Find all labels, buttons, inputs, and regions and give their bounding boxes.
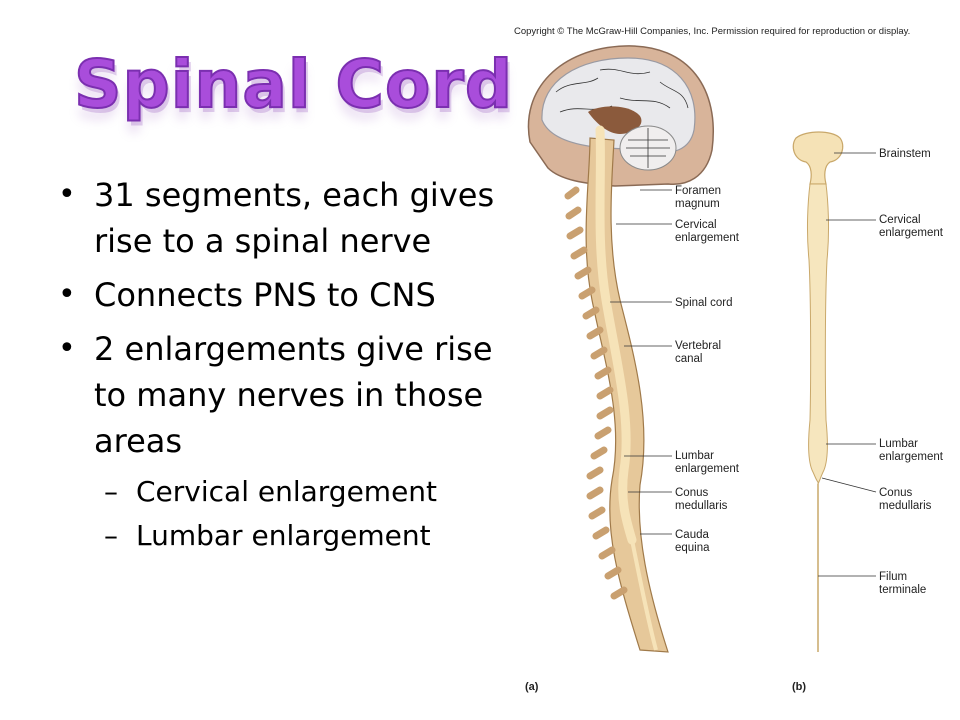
label-spinal-cord: Spinal cord xyxy=(675,297,733,309)
panel-a-leaders xyxy=(610,189,672,535)
label-cervical-enlargement-a: Cervical enlargement xyxy=(675,219,740,244)
copyright-notice: Copyright © The McGraw-Hill Companies, I… xyxy=(514,26,911,37)
label-cauda-equina: Cauda equina xyxy=(675,529,712,554)
bullet-list: 31 segments, each gives rise to a spinal… xyxy=(58,172,498,556)
spinal-cord-figure: Foramen magnum Cervical enlargement Spin… xyxy=(525,45,944,693)
brainstem-shape-b xyxy=(792,131,844,185)
spinous-processes xyxy=(564,186,628,600)
panel-a-illustration xyxy=(527,45,714,653)
caption-a: (a) xyxy=(525,681,539,693)
caption-b: (b) xyxy=(792,681,806,693)
slide-title: Spinal Cord xyxy=(73,46,514,123)
sub-bullet-item: Lumbar enlargement xyxy=(58,516,498,556)
spinal-cord-a xyxy=(595,125,637,545)
label-vertebral-canal: Vertebral canal xyxy=(675,340,724,365)
label-brainstem: Brainstem xyxy=(879,148,931,160)
label-foramen-magnum: Foramen magnum xyxy=(675,185,724,210)
label-lumbar-enlargement-a: Lumbar enlargement xyxy=(675,450,740,475)
label-cervical-enlargement-b: Cervical enlargement xyxy=(879,214,944,239)
spinal-cord-b xyxy=(806,183,830,485)
bullet-item: Connects PNS to CNS xyxy=(58,272,498,318)
panel-b-leaders xyxy=(818,152,877,577)
bullet-item: 2 enlargements give rise to many nerves … xyxy=(58,326,498,464)
sub-bullet-item: Cervical enlargement xyxy=(58,472,498,512)
midbrain-shape xyxy=(588,106,642,134)
brain-gyri xyxy=(555,68,689,113)
bullet-item: 31 segments, each gives rise to a spinal… xyxy=(58,172,498,264)
label-conus-medullaris-b: Conus medullaris xyxy=(879,487,932,512)
label-filum-terminale: Filum terminale xyxy=(879,571,926,596)
label-conus-medullaris-a: Conus medullaris xyxy=(675,487,728,512)
label-lumbar-enlargement-b: Lumbar enlargement xyxy=(879,438,944,463)
cauda-equina-shape xyxy=(630,539,658,651)
cerebellum-folia xyxy=(626,128,670,168)
panel-b-illustration xyxy=(792,131,844,652)
